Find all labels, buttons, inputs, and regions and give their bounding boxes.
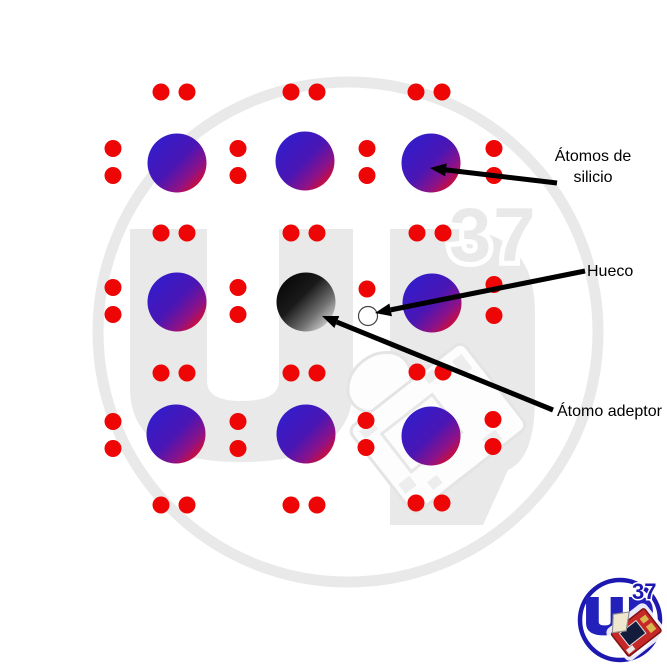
- electron-dot: [178, 224, 196, 242]
- electron-dot: [104, 440, 122, 457]
- label-acceptor-atom: Átomo adeptor: [557, 403, 662, 420]
- electron-dot: [282, 364, 300, 382]
- electron-dot: [104, 279, 122, 296]
- electron-dot: [433, 494, 451, 512]
- electron-dot: [484, 411, 502, 428]
- electron-dot: [104, 140, 122, 157]
- electron-dot: [152, 83, 170, 101]
- acceptor-atom: [276, 272, 336, 332]
- label-silicon-atoms: Átomos de silicio: [533, 146, 653, 188]
- electron-dot: [178, 496, 196, 514]
- electron-dot: [178, 364, 196, 382]
- electron-dot: [152, 224, 170, 242]
- silicon-atom: [401, 133, 461, 193]
- silicon-atom: [147, 272, 207, 332]
- electron-dot: [104, 306, 122, 323]
- silicon-atom: [401, 406, 461, 466]
- silicon-atom: [276, 404, 336, 464]
- electron-dot: [407, 83, 425, 101]
- electron-dot: [104, 413, 122, 430]
- silicon-atom: [147, 133, 207, 193]
- electron-dot: [178, 83, 196, 101]
- watermark-ring: [92, 76, 604, 588]
- electron-dot: [282, 83, 300, 101]
- logo-circuit-board: [606, 603, 666, 661]
- electron-dot: [308, 364, 326, 382]
- label-hole: Hueco: [587, 263, 634, 280]
- electron-dot: [485, 307, 503, 324]
- electron-dot: [358, 140, 376, 157]
- label-silicon-line1: Átomos de: [554, 148, 632, 165]
- electron-dot: [407, 494, 425, 512]
- annotation-arrows: [322, 163, 586, 413]
- arrow-hole-line: [390, 268, 586, 313]
- arrow-acceptor-head: [322, 316, 340, 329]
- arrow-silicon-head: [430, 163, 447, 177]
- lattice: [104, 83, 503, 514]
- electron-dot: [484, 438, 502, 455]
- electron-dot: [104, 167, 122, 184]
- arrow-silicon-line: [445, 167, 558, 186]
- electron-dot: [408, 363, 426, 381]
- electron-dot: [152, 496, 170, 514]
- electron-dot: [308, 496, 326, 514]
- arrow-hole-head: [375, 303, 392, 317]
- electron-dot: [229, 167, 247, 184]
- electron-dot: [357, 439, 375, 456]
- arrow-acceptor-line: [335, 319, 554, 413]
- electron-dot: [229, 279, 247, 296]
- electron-dot: [408, 224, 426, 242]
- electron-dot: [308, 224, 326, 242]
- electron-dot: [433, 83, 451, 101]
- electron-dot: [308, 83, 326, 101]
- silicon-atom: [275, 131, 335, 191]
- electron-dot: [282, 496, 300, 514]
- label-silicon-line2: silicio: [573, 169, 613, 186]
- silicon-atom: [146, 404, 206, 464]
- hole-circle: [357, 305, 379, 327]
- electron-dot: [229, 413, 247, 430]
- electron-dot: [282, 224, 300, 242]
- electron-dot: [229, 306, 247, 323]
- electron-dot: [229, 140, 247, 157]
- electron-dot: [358, 280, 376, 298]
- logo-badge: 37: [577, 578, 666, 663]
- electron-dot: [357, 412, 375, 429]
- electron-dot: [434, 224, 452, 242]
- electron-dot: [152, 364, 170, 382]
- electron-dot: [229, 440, 247, 457]
- logo-number: 37: [632, 579, 656, 604]
- electron-dot: [358, 167, 376, 184]
- watermark-number: 37: [449, 193, 538, 278]
- electron-dot: [485, 140, 503, 157]
